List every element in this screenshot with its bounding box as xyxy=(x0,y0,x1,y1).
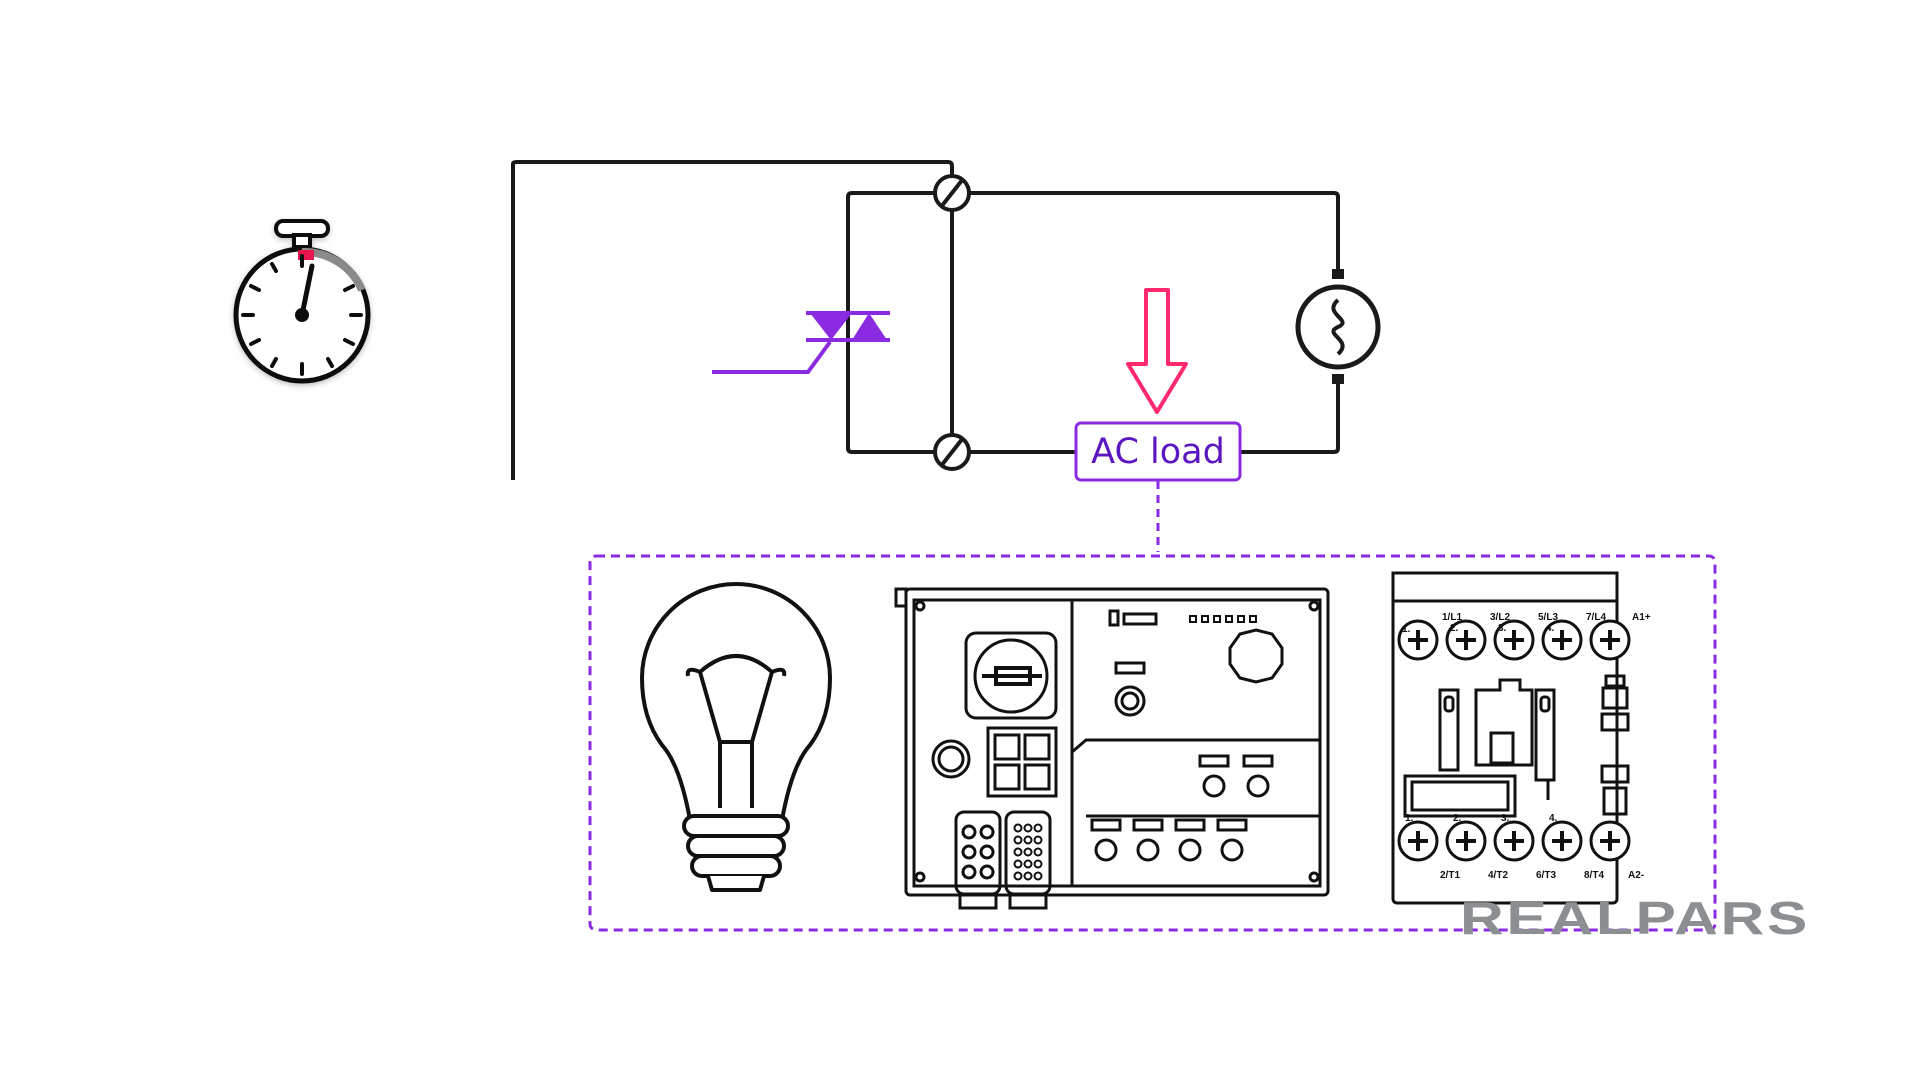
svg-text:1.: 1. xyxy=(1405,813,1414,824)
svg-text:3/L2: 3/L2 xyxy=(1490,612,1510,623)
ac-load-label-box: AC load xyxy=(1074,421,1242,482)
svg-text:2.: 2. xyxy=(1453,813,1462,824)
terminal-junction-bottom xyxy=(933,433,971,471)
svg-text:6/T3: 6/T3 xyxy=(1536,870,1556,881)
ac-source-symbol xyxy=(1295,269,1381,384)
svg-text:1.: 1. xyxy=(1402,624,1411,635)
contactor-terminal-labels: 1. 2. 3. 4. 1/L1 3/L2 5/L3 7/L4 A1+ 1. 2… xyxy=(1402,612,1651,881)
stopwatch-icon xyxy=(233,219,371,384)
ac-load-examples-box xyxy=(588,554,1717,932)
svg-text:8/T4: 8/T4 xyxy=(1584,870,1604,881)
realpars-watermark: REALPARS xyxy=(1460,892,1810,944)
svg-text:4.: 4. xyxy=(1549,813,1558,824)
svg-text:A1+: A1+ xyxy=(1632,612,1651,623)
ac-load-label: AC load xyxy=(1091,432,1225,472)
contactor-icon: 1. 2. 3. 4. 1/L1 3/L2 5/L3 7/L4 A1+ 1. 2… xyxy=(1391,571,1651,905)
svg-text:A2-: A2- xyxy=(1628,870,1644,881)
triac-symbol xyxy=(712,311,890,374)
svg-text:2.: 2. xyxy=(1450,623,1459,634)
svg-text:4/T2: 4/T2 xyxy=(1488,870,1508,881)
svg-text:5/L3: 5/L3 xyxy=(1538,612,1558,623)
svg-text:7/L4: 7/L4 xyxy=(1586,612,1606,623)
down-arrow-icon xyxy=(1126,288,1188,414)
svg-text:3.: 3. xyxy=(1501,813,1510,824)
light-bulb-icon xyxy=(640,582,832,892)
circuit-wires xyxy=(511,160,1340,505)
terminal-junction-top xyxy=(933,174,971,212)
svg-text:2/T1: 2/T1 xyxy=(1440,870,1460,881)
svg-text:1/L1: 1/L1 xyxy=(1442,612,1462,623)
motor-starter-icon xyxy=(894,587,1330,910)
svg-text:3.: 3. xyxy=(1498,623,1507,634)
svg-text:4.: 4. xyxy=(1546,623,1555,634)
